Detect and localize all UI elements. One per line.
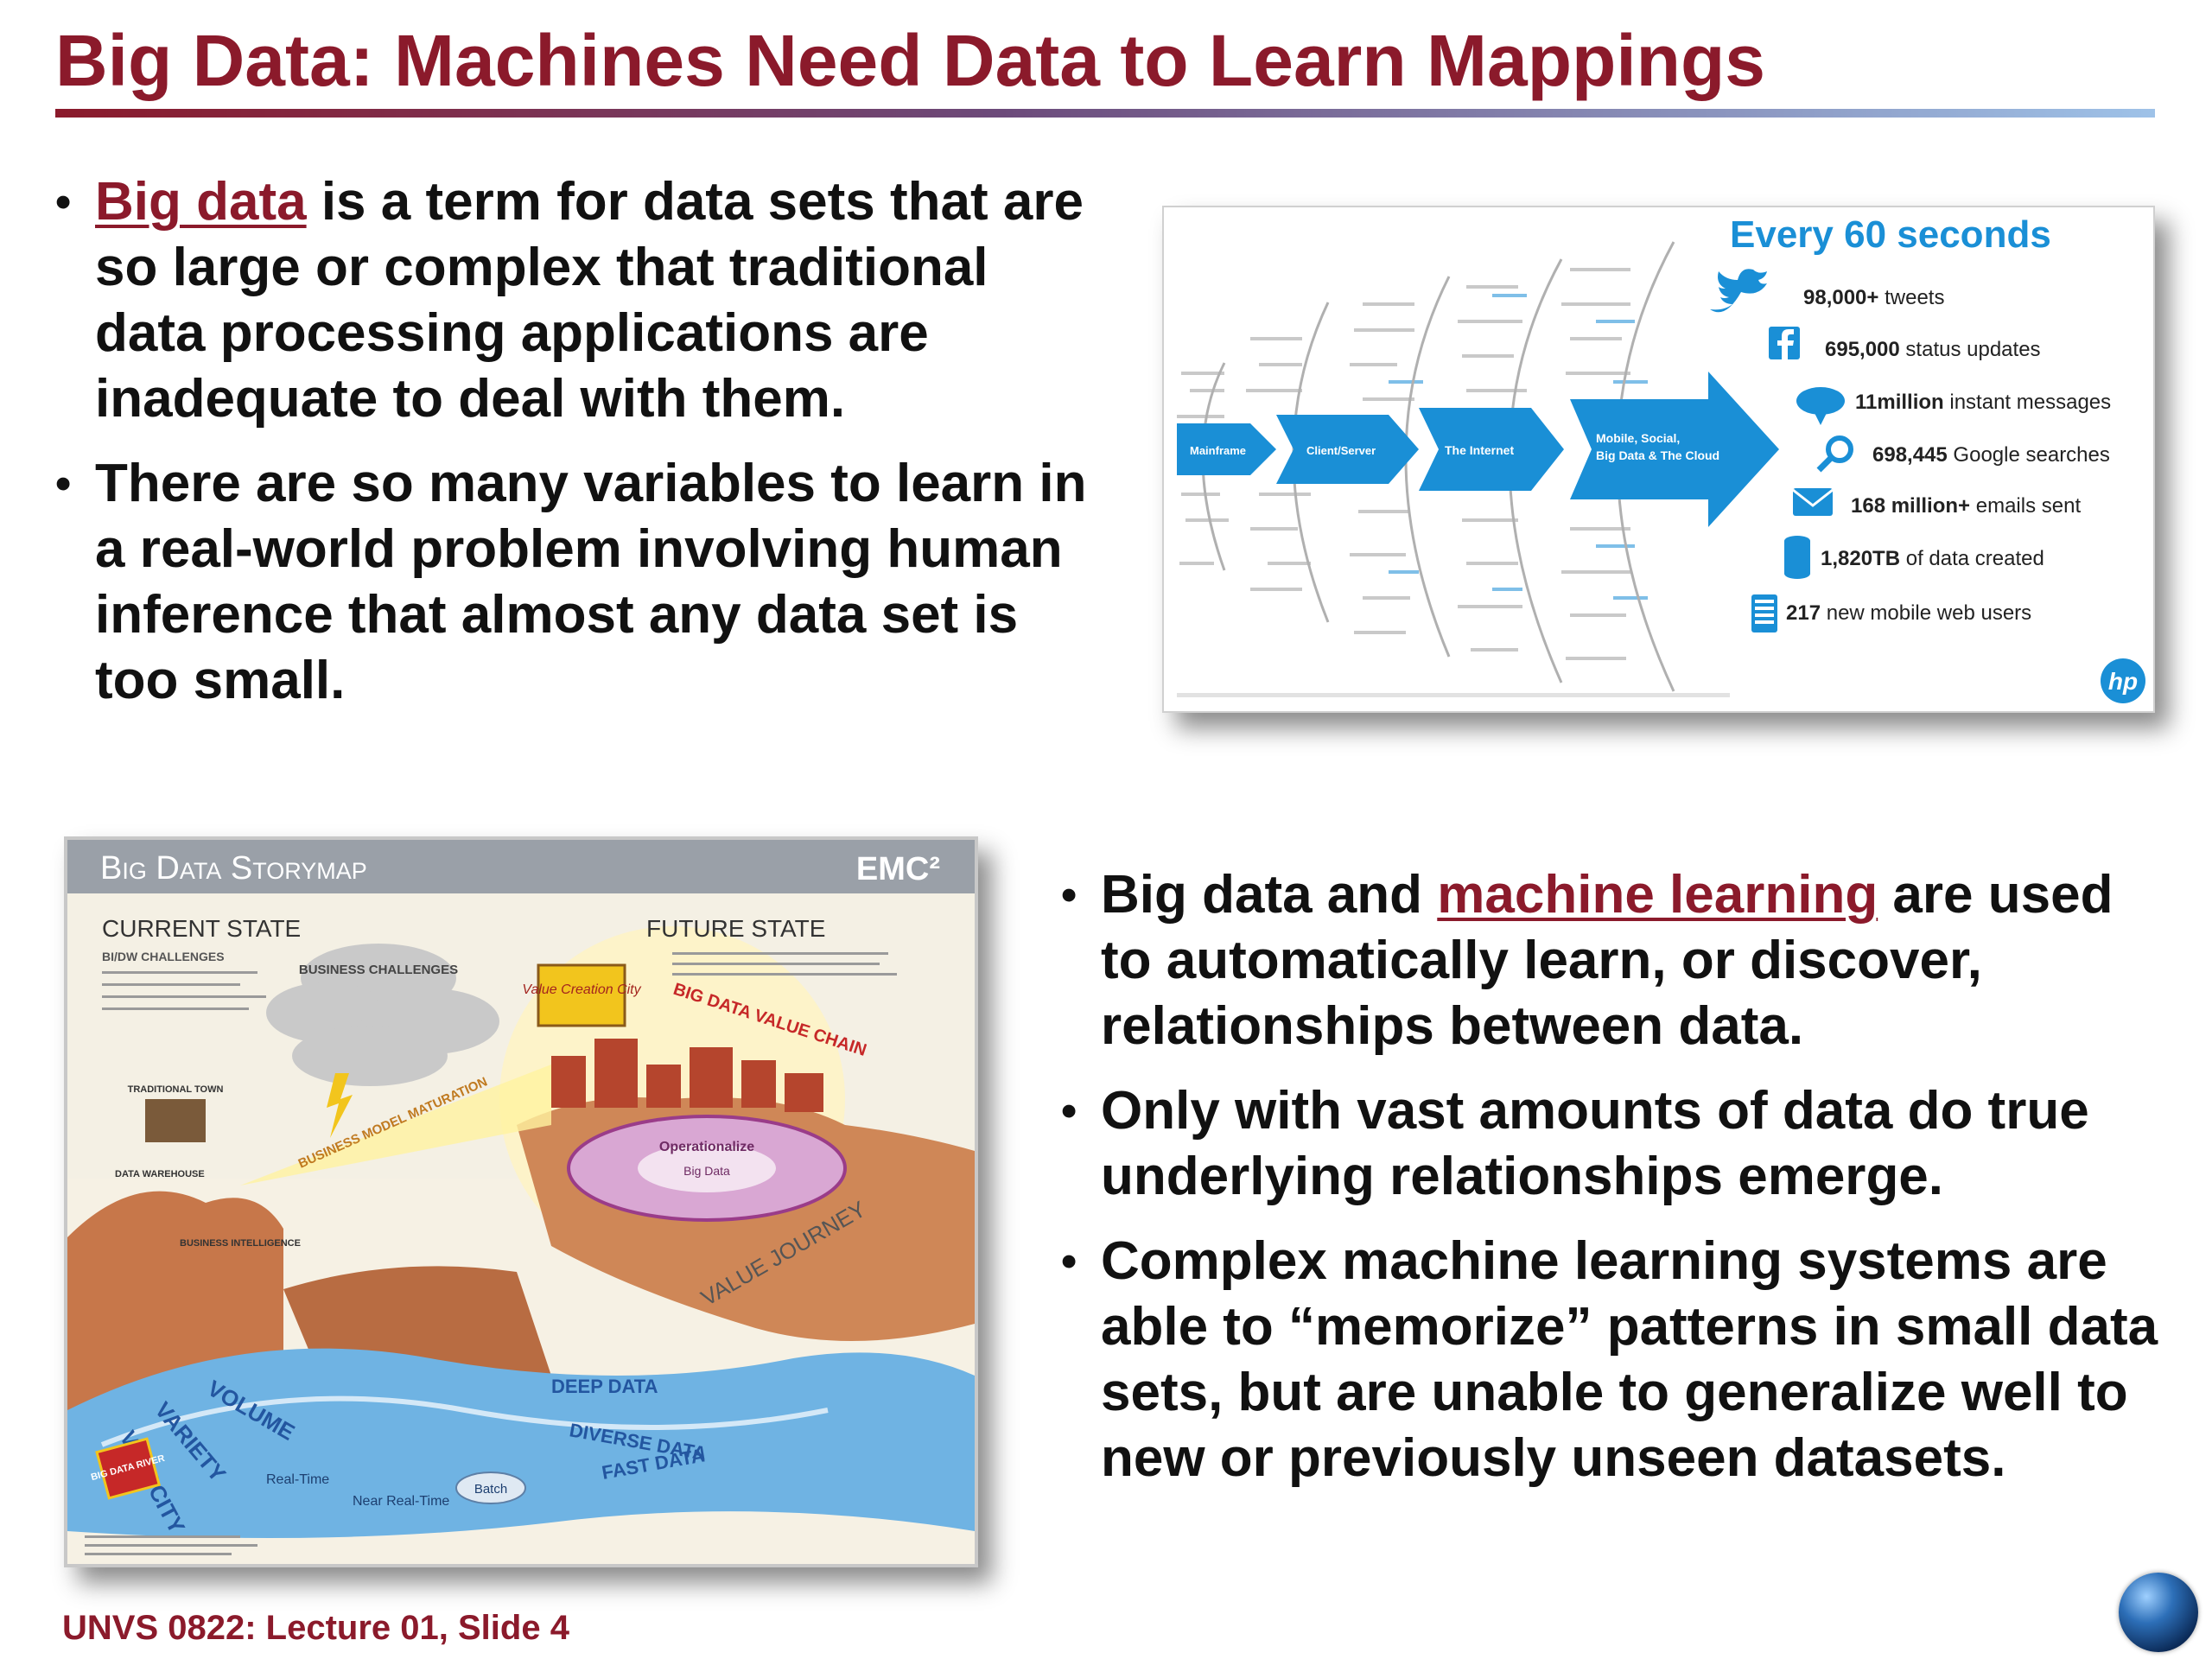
arrow-label: Mainframe bbox=[1190, 444, 1246, 457]
facebook-icon bbox=[1769, 327, 1800, 359]
value-city bbox=[551, 1039, 823, 1112]
current-state-label: CURRENT STATE bbox=[102, 915, 301, 942]
challenges-label: BI/DW CHALLENGES bbox=[102, 950, 225, 963]
word-cloud bbox=[1177, 268, 1630, 660]
machine-learning-link[interactable]: machine learning bbox=[1437, 865, 1878, 925]
bullet-text: Only with vast amounts of data do true u… bbox=[1101, 1081, 2089, 1206]
title-rule bbox=[55, 109, 2155, 118]
bullet-text: are used to automatically learn, or disc… bbox=[1101, 865, 2113, 1056]
bullet-item: Big data is a term for data sets that ar… bbox=[55, 169, 1092, 432]
bottom-bullet-list: Big data and machine learning are used t… bbox=[1061, 862, 2176, 1510]
deep-data-label: DEEP DATA bbox=[551, 1376, 658, 1397]
arrow-cloud bbox=[1570, 372, 1779, 527]
traditional-town-label: TRADITIONAL TOWN bbox=[128, 1084, 224, 1095]
bullet-item: Complex machine learning systems are abl… bbox=[1061, 1229, 2176, 1491]
arrow-label: The Internet bbox=[1445, 443, 1514, 457]
big-data-label: Big Data bbox=[683, 1164, 730, 1178]
bullet-text: Complex machine learning systems are abl… bbox=[1101, 1231, 2158, 1488]
magnifier-icon bbox=[1816, 435, 1853, 473]
svg-text:hp: hp bbox=[2108, 668, 2138, 695]
arrow-client-server bbox=[1276, 415, 1419, 484]
stat-line: 698,445 Google searches bbox=[1872, 443, 2110, 467]
arrow-internet bbox=[1419, 408, 1564, 491]
arrow-label: Client/Server bbox=[1306, 444, 1376, 457]
stat-line: 1,820TB of data created bbox=[1821, 547, 2044, 570]
hp-logo: hp bbox=[2101, 658, 2145, 703]
arrow-mainframe bbox=[1177, 423, 1276, 475]
bullet-item: Only with vast amounts of data do true u… bbox=[1061, 1078, 2176, 1210]
slide-footer: UNVS 0822: Lecture 01, Slide 4 bbox=[62, 1609, 569, 1647]
stat-line: 168 million+ emails sent bbox=[1851, 494, 2081, 518]
phone-icon bbox=[1751, 594, 1777, 632]
big-data-storymap-figure: Big Data Storymap EMC² CURRENT STATE FUT… bbox=[64, 836, 978, 1567]
copyright-line bbox=[1177, 693, 1730, 697]
stat-line: 11million instant messages bbox=[1855, 391, 2111, 414]
arrow-label: Big Data & The Cloud bbox=[1596, 448, 1719, 462]
bullet-item: There are so many variables to learn in … bbox=[55, 451, 1092, 714]
stat-line: 695,000 status updates bbox=[1825, 338, 2041, 361]
batch-label: Batch bbox=[474, 1482, 507, 1497]
slide-title: Big Data: Machines Need Data to Learn Ma… bbox=[55, 20, 1766, 101]
bi-label: BUSINESS INTELLIGENCE bbox=[180, 1238, 301, 1249]
era-arrows: Mainframe Client/Server The Internet Mob… bbox=[1177, 372, 1779, 527]
word-cloud-blue bbox=[1389, 294, 1648, 600]
bullet-text: There are so many variables to learn in … bbox=[95, 454, 1087, 710]
storymap-header bbox=[67, 840, 975, 893]
stat-icons bbox=[1710, 269, 1853, 632]
future-state-label: FUTURE STATE bbox=[646, 915, 825, 942]
every-60-heading: Every 60 seconds bbox=[1730, 213, 2051, 256]
real-time-label: Real-Time bbox=[266, 1472, 329, 1487]
storymap-title: Big Data Storymap bbox=[100, 850, 367, 887]
bullet-text: Big data and bbox=[1101, 865, 1438, 925]
business-challenges-label: BUSINESS CHALLENGES bbox=[299, 963, 458, 977]
arrow-label: Mobile, Social, bbox=[1596, 431, 1680, 445]
stat-line: 217 new mobile web users bbox=[1786, 601, 2031, 625]
emc-logo: EMC² bbox=[856, 851, 940, 887]
envelope-icon bbox=[1792, 488, 1834, 516]
twitter-bird-icon bbox=[1710, 269, 1767, 313]
hp-infographic: Mainframe Client/Server The Internet Mob… bbox=[1177, 213, 2145, 703]
value-city-sign: Value Creation City bbox=[522, 982, 641, 997]
near-real-time-label: Near Real-Time bbox=[353, 1494, 449, 1509]
data-warehouse-label: DATA WAREHOUSE bbox=[115, 1169, 205, 1179]
top-bullet-list: Big data is a term for data sets that ar… bbox=[55, 169, 1092, 733]
database-icon bbox=[1784, 536, 1810, 579]
bullet-text: is a term for data sets that are so larg… bbox=[95, 172, 1084, 429]
bullet-item: Big data and machine learning are used t… bbox=[1061, 862, 2176, 1059]
chat-bubble-icon bbox=[1796, 387, 1845, 425]
globe-logo-icon bbox=[2119, 1573, 2198, 1652]
stat-line: 98,000+ tweets bbox=[1803, 286, 1944, 309]
storymap-illustration: Big Data Storymap EMC² CURRENT STATE FUT… bbox=[67, 840, 975, 1555]
big-data-link[interactable]: Big data bbox=[95, 172, 307, 232]
operationalize-label: Operationalize bbox=[659, 1140, 754, 1154]
storm-cloud bbox=[266, 944, 499, 1086]
big-data-river bbox=[67, 1348, 975, 1538]
every-60-seconds-figure: Mainframe Client/Server The Internet Mob… bbox=[1162, 206, 2155, 713]
stat-lines: 98,000+ tweets 695,000 status updates 11… bbox=[1786, 286, 2111, 625]
